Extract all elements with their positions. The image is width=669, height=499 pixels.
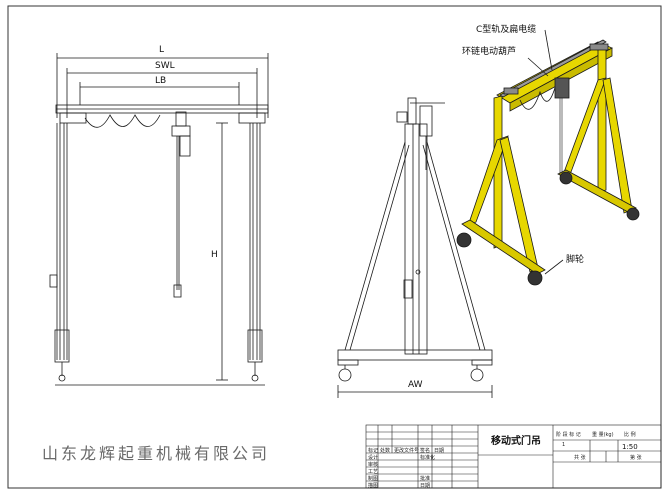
side-view xyxy=(337,97,493,398)
dim-label-aw: AW xyxy=(408,380,423,390)
tb-header-stage: 阶 段 标 记 xyxy=(556,432,581,438)
tb-qty: 1 xyxy=(562,442,566,448)
tb-role-design: 设计 xyxy=(368,455,379,461)
dim-label-h: H xyxy=(211,250,218,260)
tb-role-date: 日期 xyxy=(420,483,431,489)
callout-wheel: 脚轮 xyxy=(566,255,585,265)
tb-scale-value: 1:50 xyxy=(622,443,638,451)
tb-role-review: 审核 xyxy=(368,462,379,468)
tb-role-approve: 批准 xyxy=(420,476,431,482)
tb-header-weight: 重 量(kg) xyxy=(592,432,614,438)
tb-rev-doc: 更改文件号 xyxy=(394,448,420,454)
tb-role-standard: 标准化 xyxy=(420,455,436,461)
dim-label-swl: SWL xyxy=(155,61,175,71)
tb-sheets-total: 共 张 xyxy=(574,455,586,461)
company-name: 山东龙辉起重机械有限公司 xyxy=(42,444,271,463)
callout-hoist: 环链电动葫芦 xyxy=(462,47,517,57)
tb-rev-count: 处数 xyxy=(380,448,391,454)
title-block xyxy=(365,424,662,489)
tb-rev-mark: 标记 xyxy=(368,448,379,454)
callout-rail-cable: C型轨及扁电缆 xyxy=(476,25,537,35)
tb-role-trace: 描图 xyxy=(368,483,379,489)
tb-rev-date: 日期 xyxy=(434,448,445,454)
sheet-border xyxy=(7,5,662,489)
tb-header-scale: 比 例 xyxy=(624,432,636,438)
tb-rev-sign: 签名 xyxy=(420,448,431,454)
tb-sheet-number: 第 张 xyxy=(630,455,642,461)
front-view xyxy=(49,53,269,386)
tb-role-drafter: 制图 xyxy=(368,476,379,482)
dim-label-l: L xyxy=(159,45,165,55)
tb-role-process: 工艺 xyxy=(368,469,379,475)
drawing-title: 移动式门吊 xyxy=(491,436,541,447)
dim-label-lb: LB xyxy=(155,76,167,86)
isometric-view xyxy=(456,29,640,286)
